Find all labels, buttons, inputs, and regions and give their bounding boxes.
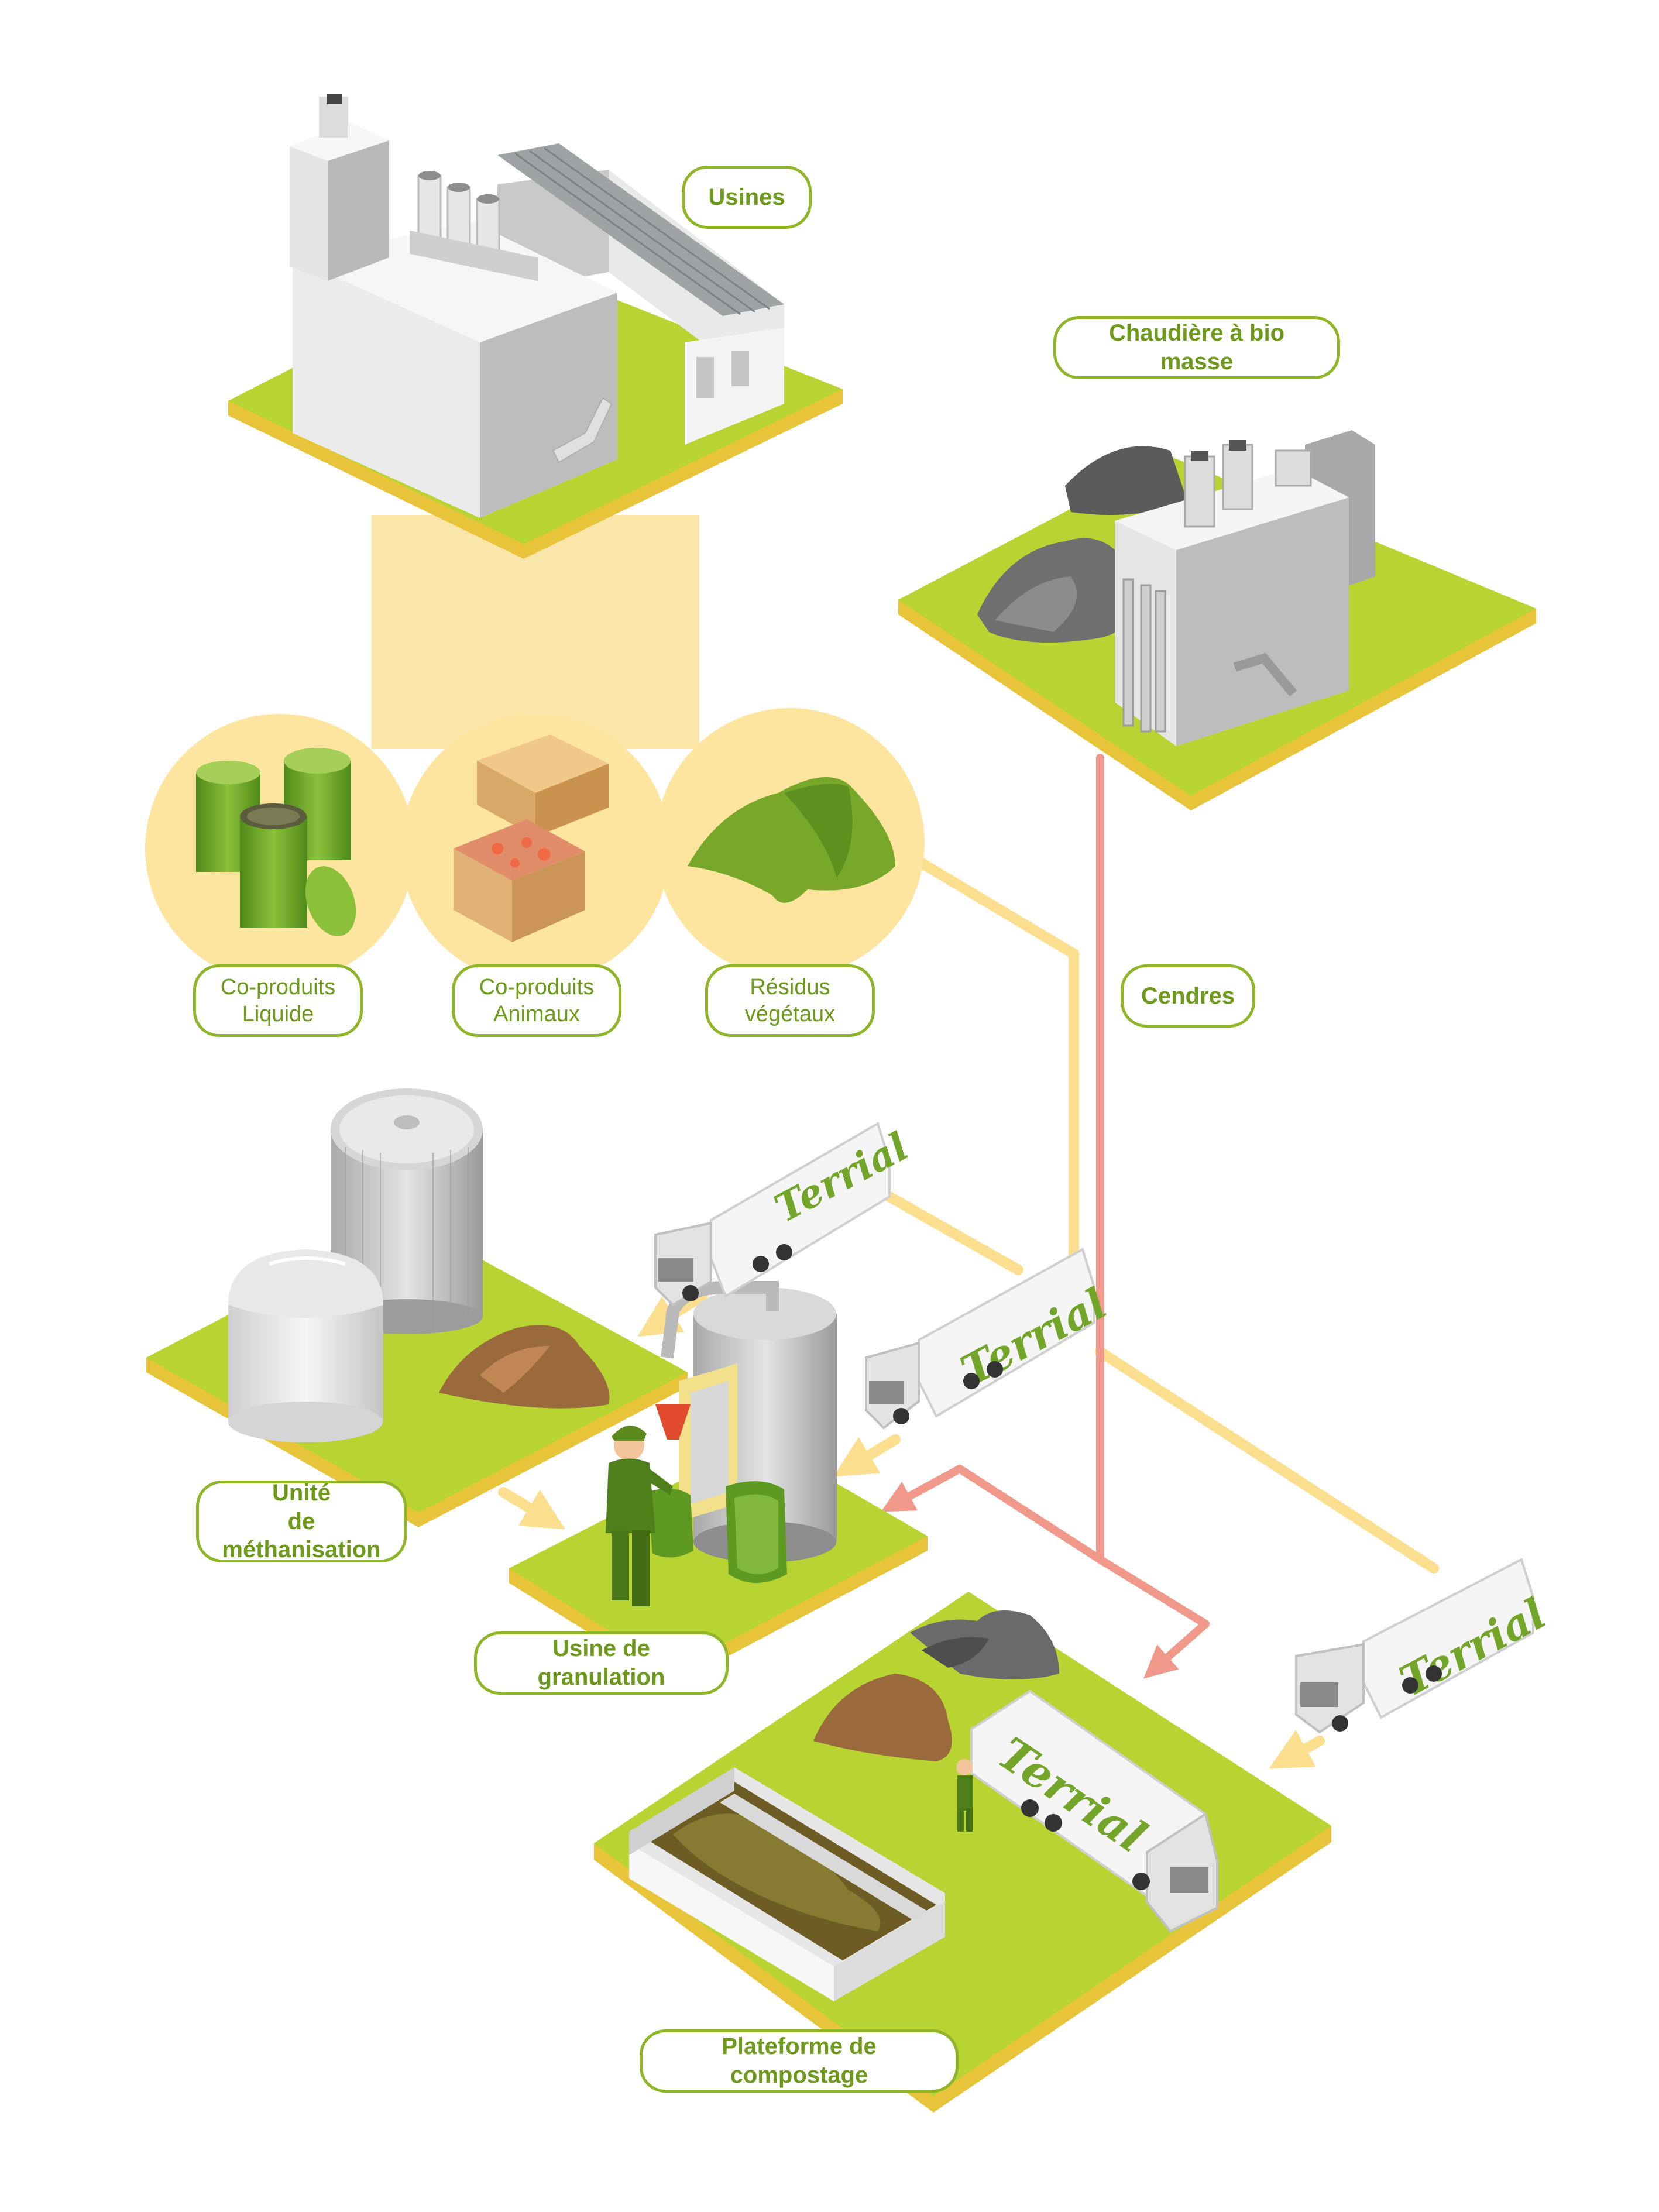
resource-beam bbox=[372, 515, 699, 749]
label-coproduits-liquide-line1: Co-produits bbox=[220, 974, 336, 999]
label-coproduits-animaux-line2: Animaux bbox=[493, 1002, 580, 1026]
label-usines: Usines bbox=[682, 166, 812, 229]
flow-to-compost-truck bbox=[1095, 1347, 1439, 1574]
label-compostage: Plateforme de compostage bbox=[640, 2029, 959, 2093]
biogas-dome-icon bbox=[228, 1249, 383, 1442]
ash-pile-back bbox=[1065, 446, 1188, 515]
label-methanisation-line2: de méthanisation bbox=[222, 1508, 381, 1563]
label-residus-vegetaux-line1: Résidus bbox=[750, 974, 830, 999]
boiler-icon bbox=[977, 430, 1375, 746]
truck-icon: Terrial bbox=[865, 1248, 1115, 1430]
flow-cendres-to-granulation bbox=[881, 1465, 1104, 1564]
label-methanisation: Unité de méthanisation bbox=[196, 1479, 407, 1563]
label-coproduits-animaux-line1: Co-produits bbox=[479, 974, 595, 999]
barrels-icon bbox=[196, 748, 356, 936]
truck-icon: Terrial bbox=[654, 1122, 916, 1307]
worker-icon bbox=[956, 1759, 973, 1832]
platform-compostage bbox=[594, 1592, 1331, 2113]
flow-lines bbox=[498, 754, 1439, 1769]
label-cendres: Cendres bbox=[1121, 964, 1255, 1028]
ash-pile-dark bbox=[922, 1637, 989, 1668]
granule-bags bbox=[647, 1481, 787, 1583]
flow-truck3-to-compost bbox=[1269, 1730, 1325, 1769]
label-granulation: Usine de granulation bbox=[474, 1631, 729, 1695]
digestate-highlight bbox=[480, 1346, 550, 1393]
worker-icon bbox=[606, 1426, 673, 1606]
truck-icon: Terrial bbox=[1295, 1558, 1554, 1734]
leaves-icon bbox=[688, 777, 895, 903]
label-cendres-text: Cendres bbox=[1141, 983, 1235, 1009]
compost-bins-icon bbox=[629, 1767, 945, 2001]
flow-cendres-to-compost bbox=[1096, 1555, 1210, 1679]
label-chaudiere: Chaudière à bio masse bbox=[1053, 316, 1340, 379]
label-coproduits-liquide: Co-produits Liquide bbox=[193, 964, 363, 1037]
flow-residus-to-granulation bbox=[902, 849, 1079, 1293]
label-compostage-text: Plateforme de compostage bbox=[722, 2034, 877, 2088]
factory-icon bbox=[290, 94, 784, 518]
compost-pile bbox=[813, 1674, 952, 1761]
crates-icon bbox=[454, 734, 609, 942]
label-coproduits-liquide-line2: Liquide bbox=[242, 1002, 314, 1026]
label-methanisation-line1: Unité bbox=[272, 1479, 331, 1506]
label-chaudiere-text: Chaudière à bio masse bbox=[1108, 320, 1285, 375]
flow-truck1-to-truck2 bbox=[884, 1191, 1023, 1275]
label-residus-vegetaux-line2: végétaux bbox=[744, 1002, 836, 1026]
flow-methanisation-to-granulation bbox=[498, 1487, 565, 1530]
label-coproduits-animaux: Co-produits Animaux bbox=[452, 964, 621, 1037]
label-residus-vegetaux: Résidus végétaux bbox=[705, 964, 875, 1037]
label-usines-text: Usines bbox=[708, 184, 785, 210]
flow-truck2-to-granulation bbox=[833, 1434, 901, 1477]
label-granulation-text: Usine de granulation bbox=[537, 1636, 665, 1690]
